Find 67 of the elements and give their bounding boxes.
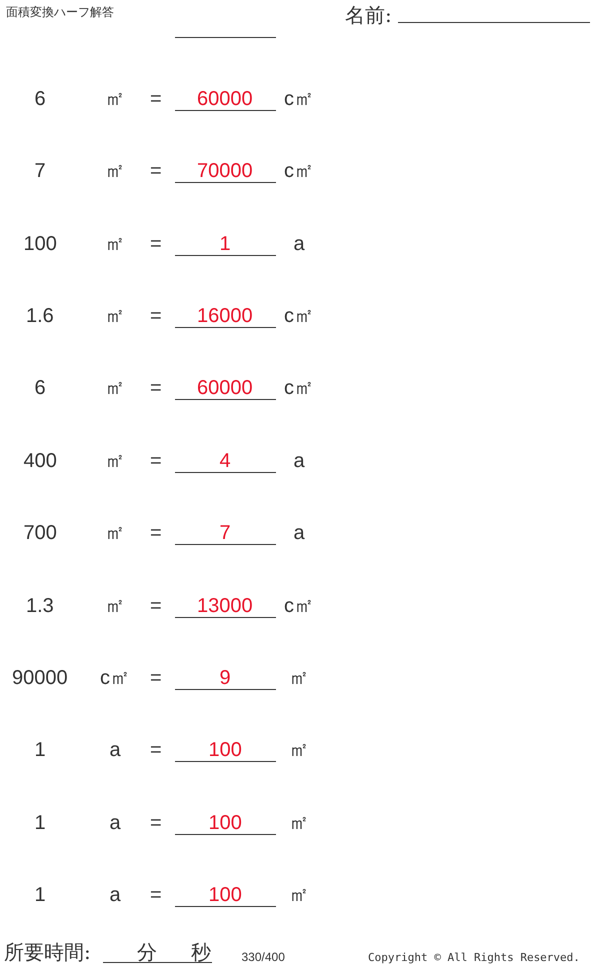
unit-label: a xyxy=(294,450,305,471)
unit-label: a xyxy=(294,234,305,254)
unit-label: ㎡ xyxy=(289,668,309,688)
answer-text: 16000 xyxy=(197,306,253,326)
answer-text: 100 xyxy=(208,740,242,760)
equals-sign: = xyxy=(150,596,162,616)
equals-sign: = xyxy=(150,306,162,326)
copyright-notice: Copyright © All Rights Reserved. xyxy=(368,952,580,962)
name-label: 名前: xyxy=(345,5,392,25)
unit-label: ㎡ xyxy=(105,161,125,182)
given-value: 1 xyxy=(34,884,46,905)
given-value: 6 xyxy=(34,378,46,398)
answer-text: 13000 xyxy=(197,596,253,616)
unit-label: ㎡ xyxy=(105,378,125,398)
unit-label: ㎡ xyxy=(289,884,309,905)
unit-label: c㎡ xyxy=(284,161,314,182)
given-value: 1 xyxy=(34,812,46,833)
equals-sign: = xyxy=(150,234,162,254)
equals-sign: = xyxy=(150,450,162,471)
given-value: 7 xyxy=(34,161,46,182)
equals-sign: = xyxy=(150,523,162,544)
unit-label: a xyxy=(110,740,121,760)
equals-sign: = xyxy=(150,378,162,398)
given-value: 90000 xyxy=(12,668,68,688)
unit-label: ㎡ xyxy=(105,306,125,326)
unit-label: c㎡ xyxy=(284,89,314,109)
unit-label: c㎡ xyxy=(100,668,130,688)
unit-label: c㎡ xyxy=(284,306,314,326)
answer-text: 60000 xyxy=(197,378,253,398)
given-value: 6 xyxy=(34,89,46,109)
unit-label: ㎡ xyxy=(105,450,125,471)
unit-label: ㎡ xyxy=(105,523,125,544)
given-value: 1.3 xyxy=(26,596,54,616)
given-value: 1 xyxy=(34,740,46,760)
answer-text: 100 xyxy=(208,812,242,833)
page-count: 330/400 xyxy=(242,951,285,963)
equals-sign: = xyxy=(150,812,162,833)
equals-sign: = xyxy=(150,668,162,688)
answer-text: 60000 xyxy=(197,89,253,109)
unit-label: ㎡ xyxy=(289,740,309,760)
worksheet-title: 面積変換ハーフ解答 xyxy=(6,6,114,18)
unit-label: c㎡ xyxy=(284,378,314,398)
equals-sign: = xyxy=(150,884,162,905)
unit-label: a xyxy=(110,884,121,905)
answer-text: 70000 xyxy=(197,161,253,182)
unit-label: c㎡ xyxy=(284,596,314,616)
unit-label: ㎡ xyxy=(105,596,125,616)
unit-label: ㎡ xyxy=(105,234,125,254)
unit-label: ㎡ xyxy=(105,89,125,109)
answer-text: 100 xyxy=(208,884,242,905)
unit-label: a xyxy=(294,523,305,544)
given-value: 1.6 xyxy=(26,306,54,326)
equals-sign: = xyxy=(150,161,162,182)
answer-text: 7 xyxy=(220,523,231,544)
given-value: 400 xyxy=(24,450,57,471)
answer-text: 9 xyxy=(220,668,231,688)
equals-sign: = xyxy=(150,740,162,760)
seconds-label: 秒 xyxy=(191,942,211,962)
unit-label: a xyxy=(110,812,121,833)
time-label: 所要時間: xyxy=(4,942,91,962)
unit-label: ㎡ xyxy=(289,812,309,833)
equals-sign: = xyxy=(150,89,162,109)
answer-text: 1 xyxy=(220,234,231,254)
minutes-label: 分 xyxy=(137,942,157,962)
answer-text: 4 xyxy=(220,450,231,471)
given-value: 700 xyxy=(24,523,57,544)
given-value: 100 xyxy=(24,234,57,254)
